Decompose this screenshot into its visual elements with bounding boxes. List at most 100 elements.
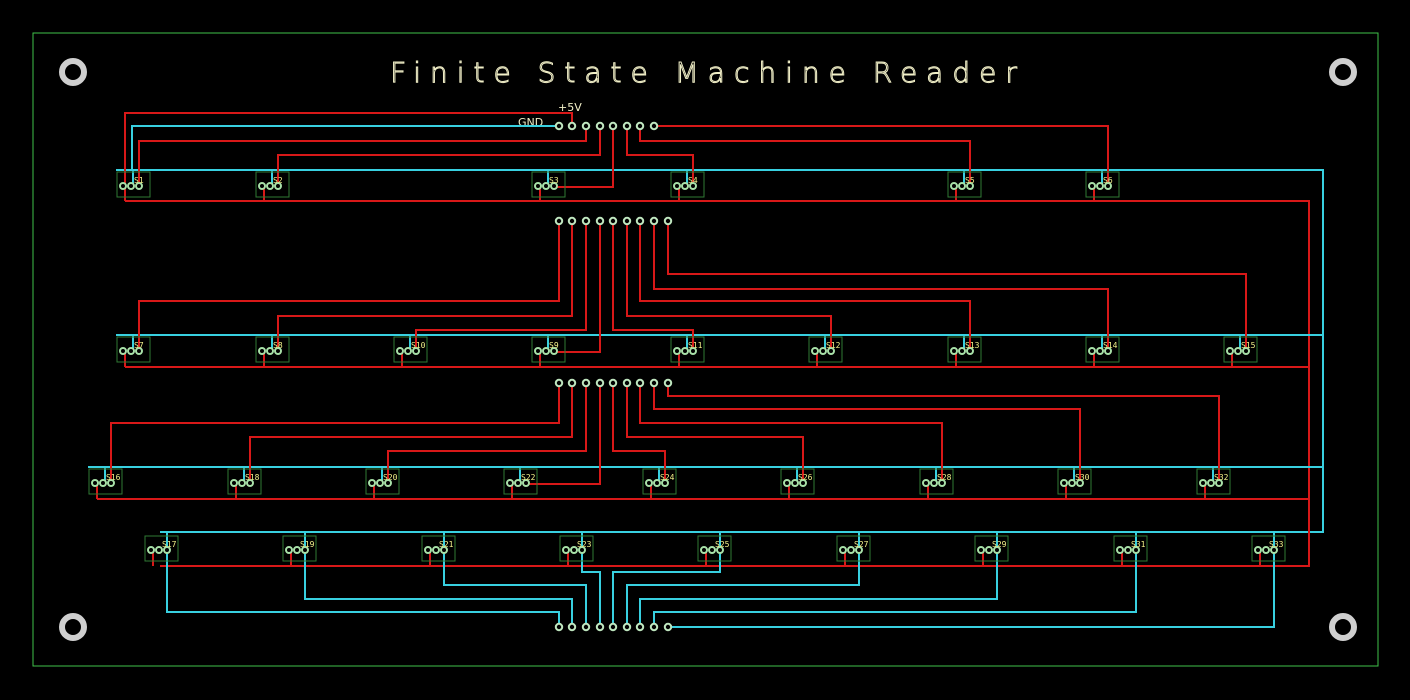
switch-pad <box>246 479 254 487</box>
switch-pad <box>127 182 135 190</box>
switch-label: S25 <box>715 540 730 549</box>
top-trace <box>626 126 694 184</box>
header-pin <box>649 121 659 131</box>
switch-pad <box>847 546 855 554</box>
switch-footprint <box>1113 535 1148 562</box>
switch-s21: S21 <box>421 535 456 562</box>
switch-label: S8 <box>273 341 283 350</box>
switch-s20: S20 <box>365 468 400 495</box>
switch-pad <box>424 546 432 554</box>
switch-s2: S2 <box>255 171 290 198</box>
switch-footprint <box>836 535 871 562</box>
switch-s8: S8 <box>255 336 290 363</box>
switch-footprint <box>808 336 843 363</box>
switch-pad <box>107 479 115 487</box>
switch-s23: S23 <box>559 535 594 562</box>
switch-footprint <box>1196 468 1231 495</box>
switch-footprint <box>670 171 705 198</box>
switch-pad <box>681 182 689 190</box>
vcc-bus <box>125 200 1310 567</box>
header-pin <box>622 216 632 226</box>
switch-pad <box>550 182 558 190</box>
switch-pad <box>274 182 282 190</box>
switch-pad <box>950 347 958 355</box>
mounting-hole <box>59 58 87 86</box>
switch-footprint <box>88 468 123 495</box>
switch-footprint <box>227 468 262 495</box>
bottom-trace <box>639 548 998 627</box>
switch-s14: S14 <box>1085 336 1120 363</box>
switch-pad <box>230 479 238 487</box>
switch-label: S21 <box>439 540 454 549</box>
switch-pad <box>783 479 791 487</box>
switch-pad <box>155 546 163 554</box>
switch-label: S6 <box>1103 176 1113 185</box>
top-trace <box>654 125 1109 184</box>
switch-label: S17 <box>162 540 177 549</box>
switch-footprint <box>1085 171 1120 198</box>
switch-pad <box>542 182 550 190</box>
switch-pad <box>570 546 578 554</box>
switch-pad <box>119 182 127 190</box>
top-trace <box>639 221 971 349</box>
switch-pad <box>819 347 827 355</box>
switch-pad <box>258 182 266 190</box>
switch-label: S4 <box>688 176 698 185</box>
switch-footprint <box>1057 468 1092 495</box>
switch-pad <box>396 347 404 355</box>
mounting-holes <box>59 58 1357 641</box>
switch-s4: S4 <box>670 171 705 198</box>
switch-pad <box>689 182 697 190</box>
switch-pad <box>440 546 448 554</box>
bottom-trace <box>443 548 587 627</box>
switch-pad <box>673 347 681 355</box>
switch-label: S18 <box>245 473 260 482</box>
header-pin <box>635 216 645 226</box>
switch-s1: S1 <box>116 171 151 198</box>
switch-s26: S26 <box>780 468 815 495</box>
switch-s5: S5 <box>947 171 982 198</box>
switch-pad <box>681 347 689 355</box>
switch-label: S23 <box>577 540 592 549</box>
switch-label: S5 <box>965 176 975 185</box>
switch-pad <box>799 479 807 487</box>
mounting-hole <box>59 613 87 641</box>
switch-pad <box>1076 479 1084 487</box>
switch-pad <box>1207 479 1215 487</box>
header-pin <box>567 121 577 131</box>
top-trace <box>639 126 971 184</box>
switch-pad <box>958 182 966 190</box>
switch-label: S13 <box>965 341 980 350</box>
switch-pad <box>506 479 514 487</box>
bottom-trace <box>166 548 560 627</box>
switch-s28: S28 <box>919 468 954 495</box>
header-pin <box>622 121 632 131</box>
top-trace <box>653 221 1109 349</box>
switch-label: S22 <box>521 473 536 482</box>
switch-label: S1 <box>134 176 144 185</box>
switch-pad <box>958 347 966 355</box>
switch-footprint <box>365 468 400 495</box>
switch-pad <box>855 546 863 554</box>
switch-footprint <box>947 336 982 363</box>
switch-s12: S12 <box>808 336 843 363</box>
switch-footprint <box>255 336 290 363</box>
switch-footprint <box>642 468 677 495</box>
vcc-feed <box>124 112 573 197</box>
switch-pad <box>930 479 938 487</box>
switch-pad <box>938 479 946 487</box>
power-label: +5V <box>558 101 582 114</box>
switch-pad <box>1096 347 1104 355</box>
bottom-trace <box>668 548 1275 628</box>
top-trace <box>138 126 587 184</box>
top-trace <box>612 383 666 481</box>
gnd-feed <box>131 125 559 170</box>
header-pin <box>635 121 645 131</box>
top-trace <box>138 221 560 349</box>
top-trace <box>626 383 804 481</box>
switch-s10: S10 <box>393 336 428 363</box>
switch-footprint <box>116 171 151 198</box>
switch-pad <box>950 182 958 190</box>
bottom-trace <box>304 548 573 627</box>
switch-s3: S3 <box>531 171 566 198</box>
